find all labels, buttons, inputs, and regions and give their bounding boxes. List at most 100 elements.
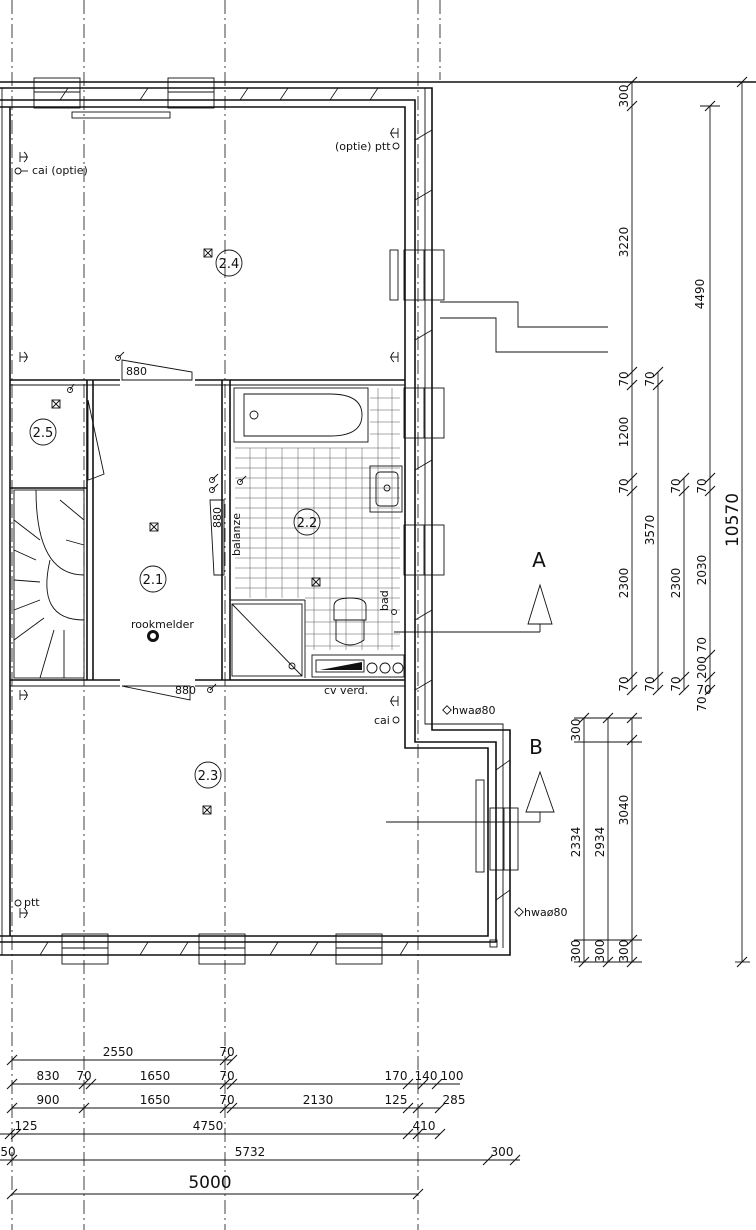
section-lines xyxy=(386,301,608,823)
dim-text: 2334 xyxy=(569,827,583,858)
dim-text: 300 xyxy=(569,719,583,742)
dim-text: 100 xyxy=(441,1069,464,1083)
dim-text: 200 70 xyxy=(695,637,709,679)
section-b-arrow xyxy=(525,770,555,813)
hwa-bottom-label: hwaø80 xyxy=(524,906,567,919)
door-width-left: 880 xyxy=(211,507,224,528)
dim-text: 2300 xyxy=(617,568,631,599)
cai-label: cai xyxy=(374,714,390,727)
door-width-top: 880 xyxy=(126,365,147,378)
dim-text: 70 xyxy=(219,1093,234,1107)
light-outlet-icon xyxy=(203,248,213,258)
staircase xyxy=(13,489,85,679)
dim-text: 70 xyxy=(696,683,711,697)
dim-text: 4490 xyxy=(693,279,707,310)
dim-text: 300 xyxy=(617,940,631,963)
socket-icon xyxy=(390,127,399,139)
room-label-2-5: 2.5 xyxy=(29,418,57,446)
electrical-symbols xyxy=(14,127,524,948)
interior-walls xyxy=(10,379,405,687)
bathroom-fixtures xyxy=(231,387,405,678)
outer-walls xyxy=(0,81,756,956)
dim-text: 70 xyxy=(219,1045,234,1059)
optie-ptt-label: (optie) ptt xyxy=(335,140,391,153)
dim-text: 70 xyxy=(669,478,683,493)
bathroom-tiles xyxy=(235,388,400,650)
dim-text: 50 xyxy=(0,1145,15,1159)
socket-icon xyxy=(19,351,28,363)
dim-text: 70 xyxy=(617,371,631,386)
dim-text: 300 xyxy=(569,940,583,963)
dim-text: 70 xyxy=(76,1069,91,1083)
dim-text: 1200 xyxy=(617,417,631,448)
room-label-2-2: 2.2 xyxy=(293,508,321,536)
dim-text: 2550 xyxy=(103,1045,134,1059)
light-outlet-icon xyxy=(51,399,61,409)
dim-text: 5732 xyxy=(235,1145,266,1159)
smoke-detector-icon xyxy=(147,630,159,642)
dim-text: 2300 xyxy=(669,568,683,599)
room-number: 2.2 xyxy=(297,516,318,531)
dim-text: 70 xyxy=(643,676,657,691)
column-icon xyxy=(489,939,498,948)
dim-text: 900 xyxy=(37,1093,60,1107)
dim-text: 125 xyxy=(385,1093,408,1107)
dim-text: 70 xyxy=(695,696,709,711)
dim-text: 830 xyxy=(37,1069,60,1083)
dim-text: 70 xyxy=(695,478,709,493)
room-label-2-1: 2.1 xyxy=(139,565,167,593)
dim-text-total-depth: 10570 xyxy=(723,493,743,547)
dim-text: 4750 xyxy=(193,1119,224,1133)
room-number: 2.3 xyxy=(198,769,219,784)
light-outlet-icon xyxy=(202,805,212,815)
dim-text: 70 xyxy=(219,1069,234,1083)
socket-icon xyxy=(19,151,28,163)
room-number: 2.4 xyxy=(219,257,240,272)
dim-text: 70 xyxy=(617,676,631,691)
ptt-outlet-icon xyxy=(14,142,400,907)
windows xyxy=(33,77,519,965)
socket-icon xyxy=(390,351,399,363)
socket-icon xyxy=(19,907,28,919)
room-label-2-4: 2.4 xyxy=(215,249,243,277)
hwa-drain-icon xyxy=(442,705,524,917)
section-a-arrow xyxy=(527,583,553,625)
dimension-lines-right xyxy=(574,76,750,968)
bad-label: bad xyxy=(378,590,391,611)
dim-text: 285 xyxy=(443,1093,466,1107)
light-outlet-icon xyxy=(149,522,159,532)
room-label-2-3: 2.3 xyxy=(194,761,222,789)
balanz-label: balanze xyxy=(230,513,243,556)
axis-lines xyxy=(11,0,441,1230)
dim-text: 1650 xyxy=(140,1093,171,1107)
section-a-label: A xyxy=(532,548,546,572)
dim-text: 300 xyxy=(617,85,631,108)
dim-text: 3220 xyxy=(617,227,631,258)
dim-text: 70 xyxy=(669,676,683,691)
doors xyxy=(87,359,225,701)
dim-text: 3570 xyxy=(643,515,657,546)
dim-text: 2934 xyxy=(593,827,607,858)
light-outlet-icon xyxy=(311,577,321,587)
cai-optie-label: cai (optie) xyxy=(32,164,88,177)
dim-text: 2130 xyxy=(303,1093,334,1107)
socket-icon xyxy=(19,689,28,701)
switch-icon xyxy=(67,351,397,693)
dim-text: 140 xyxy=(415,1069,438,1083)
dim-text: 300 xyxy=(491,1145,514,1159)
dim-text-total-width: 5000 xyxy=(188,1173,231,1193)
dim-text: 170 xyxy=(385,1069,408,1083)
socket-icon xyxy=(390,695,399,707)
room-number: 2.1 xyxy=(143,573,164,588)
dim-text: 3040 xyxy=(617,795,631,826)
dim-text: 70 xyxy=(643,371,657,386)
dim-text: 70 xyxy=(617,478,631,493)
ptt-label: ptt xyxy=(24,896,40,909)
rookmelder-label: rookmelder xyxy=(131,618,194,631)
hwa-top-label: hwaø80 xyxy=(452,704,495,717)
section-b-label: B xyxy=(529,735,543,759)
dim-text: 2030 xyxy=(695,555,709,586)
dim-text: 125 xyxy=(15,1119,38,1133)
dim-text: 410 xyxy=(413,1119,436,1133)
